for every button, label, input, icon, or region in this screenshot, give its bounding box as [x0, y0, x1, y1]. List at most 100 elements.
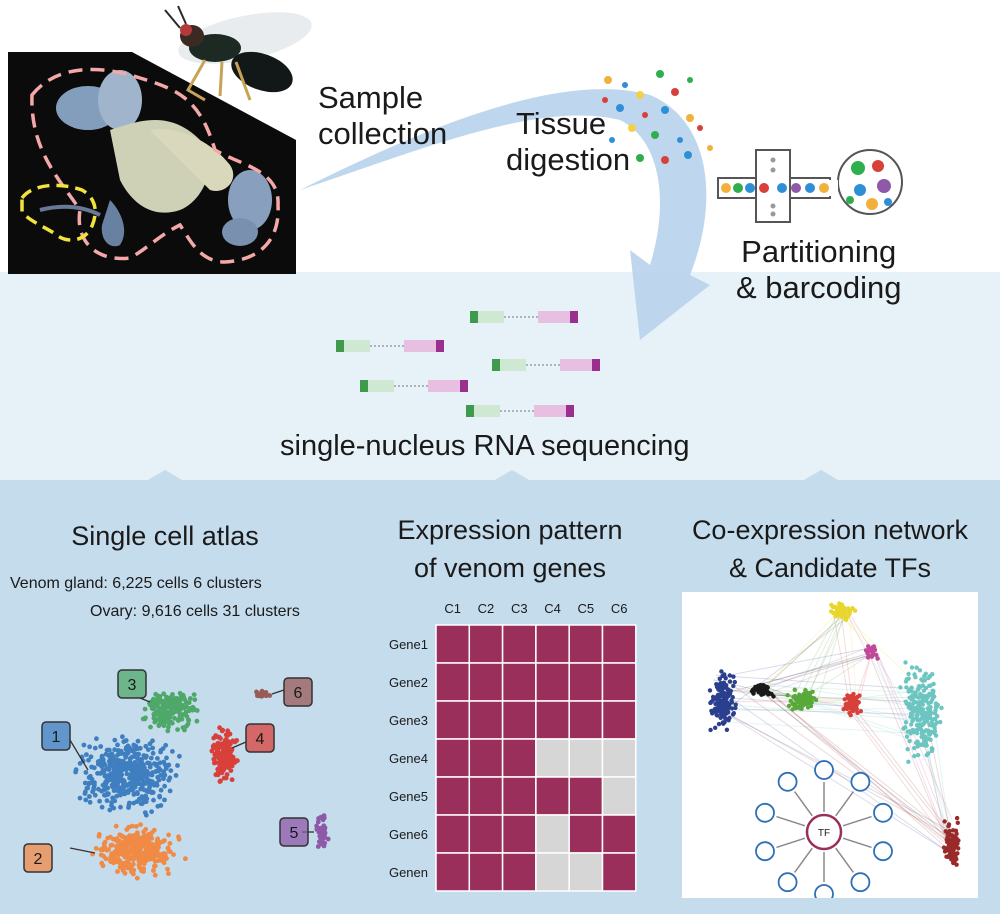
network-node — [849, 704, 854, 709]
network-node — [714, 695, 720, 700]
network-node — [785, 693, 790, 698]
network-edge — [845, 612, 867, 651]
network-node — [929, 748, 934, 754]
network-edge — [848, 610, 858, 705]
umap-cell-point — [161, 852, 166, 858]
umap-cell-point — [182, 727, 187, 733]
network-edge — [806, 612, 844, 700]
umap-cell-point — [111, 860, 116, 866]
umap-cell-point — [106, 847, 111, 852]
umap-cell-point — [149, 809, 155, 815]
umap-cell-point — [147, 760, 152, 766]
umap-cell-point — [83, 770, 89, 775]
umap-cell-point — [325, 836, 331, 842]
network-edge — [869, 656, 951, 851]
umap-cell-point — [120, 760, 126, 766]
network-node — [929, 721, 934, 726]
network-node — [753, 684, 758, 690]
umap-cell-point — [147, 741, 153, 747]
network-node — [909, 704, 915, 709]
heatmap-cell — [501, 700, 537, 740]
umap-cell-point — [143, 771, 148, 776]
network-node — [909, 685, 914, 690]
network-edge — [760, 654, 872, 689]
heatmap-cell — [435, 700, 471, 740]
network-node — [858, 709, 863, 714]
network-node — [920, 710, 925, 715]
umap-cell-point — [150, 770, 156, 775]
umap-cell-point — [98, 744, 104, 749]
network-node — [907, 738, 912, 744]
network-node — [722, 697, 727, 702]
umap-cell-point — [173, 702, 179, 707]
umap-cell-point — [114, 763, 119, 769]
network-node — [923, 740, 928, 745]
network-edge — [804, 610, 849, 702]
sample-collection-label: Sample collection — [318, 80, 448, 151]
network-node — [933, 708, 938, 713]
tf-edge — [842, 837, 872, 849]
network-node — [911, 701, 916, 706]
network-node — [845, 701, 850, 706]
umap-cell-point — [117, 832, 123, 838]
cluster-pointer — [69, 847, 96, 854]
umap-cell-point — [163, 742, 169, 748]
expression-title: Expression pattern of venom genes — [397, 515, 623, 583]
network-node — [733, 705, 738, 711]
umap-cell-point — [143, 715, 148, 721]
umap-cell-point — [99, 804, 105, 810]
umap-cell-point — [228, 748, 234, 754]
network-node — [810, 689, 815, 694]
umap-cell-point — [124, 771, 130, 777]
network-node — [915, 752, 921, 758]
tf-edge — [794, 847, 813, 873]
umap-cell-point — [185, 721, 191, 727]
network-node — [717, 687, 722, 692]
cluster-pointer — [69, 739, 89, 771]
umap-cell-point — [140, 775, 146, 781]
network-node — [939, 705, 944, 711]
network-node — [716, 721, 722, 727]
heatmap-cell — [435, 814, 471, 854]
umap-cell-point — [73, 769, 78, 775]
heatmap-column-label: C6 — [611, 601, 628, 616]
umap-cell-point — [223, 775, 229, 781]
network-node — [914, 713, 919, 718]
umap-cell-point — [155, 756, 160, 761]
network-node — [762, 684, 768, 689]
umap-cell-point — [128, 773, 134, 779]
tf-target-node — [873, 802, 893, 823]
network-node — [912, 745, 917, 751]
cluster-label-box — [279, 817, 309, 847]
umap-cell-point — [159, 705, 165, 711]
network-node — [930, 697, 935, 702]
heatmap-cell — [601, 662, 637, 702]
umap-cell-point — [141, 861, 147, 867]
umap-cell-point — [137, 745, 143, 751]
network-node — [708, 727, 713, 733]
network-node — [871, 645, 876, 651]
umap-cell-point — [82, 791, 88, 796]
partitioning-label: Partitioning & barcoding — [736, 234, 902, 305]
network-node — [839, 602, 844, 607]
umap-cell-point — [263, 693, 269, 698]
umap-cell-point — [107, 777, 113, 783]
network-node — [944, 837, 949, 842]
umap-cell-point — [170, 749, 175, 754]
umap-cell-point — [154, 761, 160, 767]
network-edge — [725, 713, 954, 856]
network-node — [718, 683, 723, 688]
network-node — [948, 851, 954, 856]
umap-cell-point — [165, 866, 170, 872]
umap-cell-point — [267, 693, 273, 698]
umap-cell-point — [187, 696, 193, 701]
umap-cell-point — [110, 784, 115, 790]
network-edge — [762, 613, 845, 690]
network-node — [852, 608, 858, 613]
network-node — [914, 665, 919, 670]
umap-cell-point — [225, 752, 231, 758]
network-node — [722, 720, 727, 725]
network-edge — [757, 689, 957, 845]
umap-cell-point — [142, 780, 148, 785]
umap-cell-point — [111, 788, 117, 794]
